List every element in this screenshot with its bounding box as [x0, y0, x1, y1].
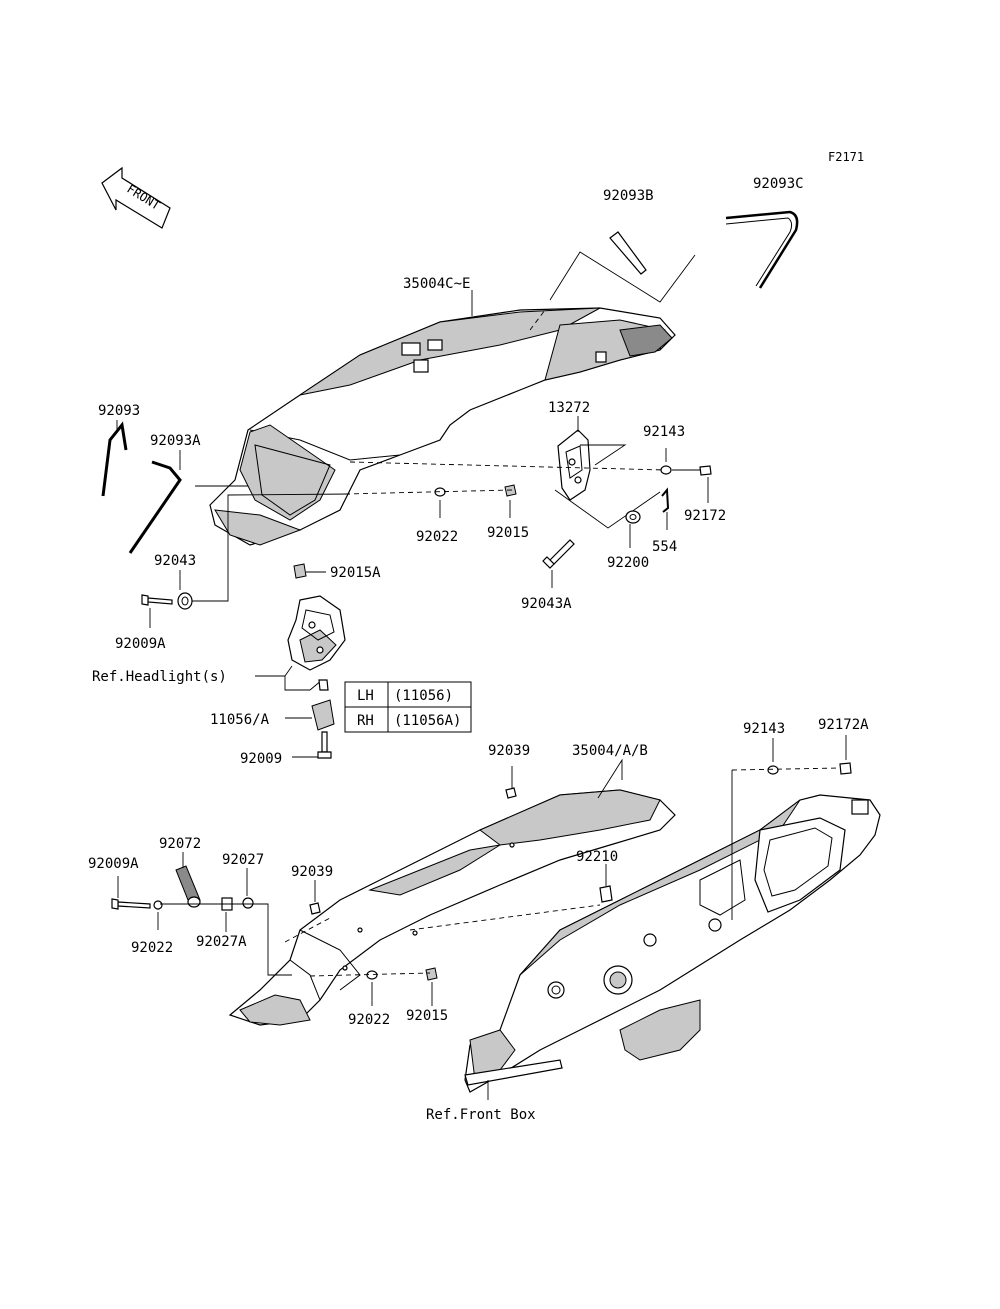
label-92172: 92172: [684, 508, 726, 524]
label-92015-lower: 92015: [406, 1008, 448, 1024]
trim-strip-92093c: [725, 210, 799, 289]
nut-92015a: [293, 563, 307, 579]
label-92039-mid: 92039: [291, 864, 333, 880]
label-92009: 92009: [240, 751, 282, 767]
headlight-bracket: [287, 595, 346, 671]
washer-92200: [625, 510, 641, 524]
label-92143-upper: 92143: [643, 424, 685, 440]
label-92093c: 92093C: [753, 176, 804, 192]
screw-92172: [699, 465, 712, 476]
nut-headlight: [318, 679, 329, 691]
label-92015-upper: 92015: [487, 525, 529, 541]
callout-labels: 92093B 92093C 35004C~E 92093 92093A 1327…: [88, 176, 869, 1123]
nut-92015-upper: [504, 484, 517, 497]
label-92022-lower: 92022: [348, 1012, 390, 1028]
washer-92143-lower: [767, 765, 779, 775]
label-92200: 92200: [607, 555, 649, 571]
label-92043a: 92043A: [521, 596, 572, 612]
label-92027: 92027: [222, 852, 264, 868]
label-92015a: 92015A: [330, 565, 381, 581]
label-92072: 92072: [159, 836, 201, 852]
screw-92009a-upper: [147, 597, 173, 605]
clip-92039-mid: [309, 902, 321, 915]
label-92210: 92210: [576, 849, 618, 865]
side-table-rh: RH: [357, 713, 374, 729]
label-92093b: 92093B: [603, 188, 654, 204]
leader-92093bc: [549, 251, 696, 303]
bracket-13272: [557, 429, 591, 501]
trim-strip-92093: [101, 421, 128, 497]
label-ref-headlight: Ref.Headlight(s): [92, 669, 227, 685]
label-92043: 92043: [154, 553, 196, 569]
label-92093: 92093: [98, 403, 140, 419]
lower-cover-35004-a-b: [228, 789, 676, 1026]
label-92027a: 92027A: [196, 934, 247, 950]
label-35004c-e: 35004C~E: [403, 276, 470, 292]
leader-35004-a-b: [597, 758, 623, 799]
bolt-92043a: [549, 539, 575, 565]
front-direction-arrow: FRONT: [101, 166, 171, 229]
label-92009a-lower: 92009A: [88, 856, 139, 872]
label-92022-lower-left: 92022: [131, 940, 173, 956]
figure-code: F2171: [828, 150, 864, 164]
grommet-92043: [177, 592, 193, 610]
clip-554: [661, 487, 670, 513]
inner-panel: [464, 794, 881, 1093]
screw-92172a: [839, 762, 852, 775]
trim-strip-92093a: [128, 460, 182, 554]
nut-92015-lower: [425, 967, 438, 981]
side-table-lh-part: (11056): [394, 688, 453, 704]
label-92093a: 92093A: [150, 433, 201, 449]
clip-92210: [599, 885, 613, 903]
upper-cover-35004c-e: [209, 307, 676, 546]
clip-92039-upper: [505, 787, 517, 799]
washer-92022-lower-left: [153, 900, 163, 910]
washer-92027: [242, 897, 254, 909]
washer-92143-upper: [660, 465, 672, 475]
label-92143-lower: 92143: [743, 721, 785, 737]
label-35004-a-b: 35004/A/B: [572, 743, 648, 759]
label-92022-upper: 92022: [416, 529, 458, 545]
label-92009a-upper: 92009A: [115, 636, 166, 652]
screw-92009a-lower: [117, 901, 151, 909]
side-table: LH (11056) RH (11056A): [344, 681, 472, 733]
label-92039-upper: 92039: [488, 743, 530, 759]
label-13272: 13272: [548, 400, 590, 416]
screw-92009: [321, 731, 328, 753]
trim-strip-92093b: [609, 231, 647, 275]
washer-92022-lower: [366, 970, 378, 980]
bracket-11056a: [311, 699, 335, 731]
label-554: 554: [652, 539, 677, 555]
side-table-lh: LH: [357, 688, 374, 704]
label-ref-front-box: Ref.Front Box: [426, 1107, 536, 1123]
side-table-rh-part: (11056A): [394, 713, 461, 729]
label-92172a: 92172A: [818, 717, 869, 733]
label-11056a: 11056/A: [210, 712, 270, 728]
